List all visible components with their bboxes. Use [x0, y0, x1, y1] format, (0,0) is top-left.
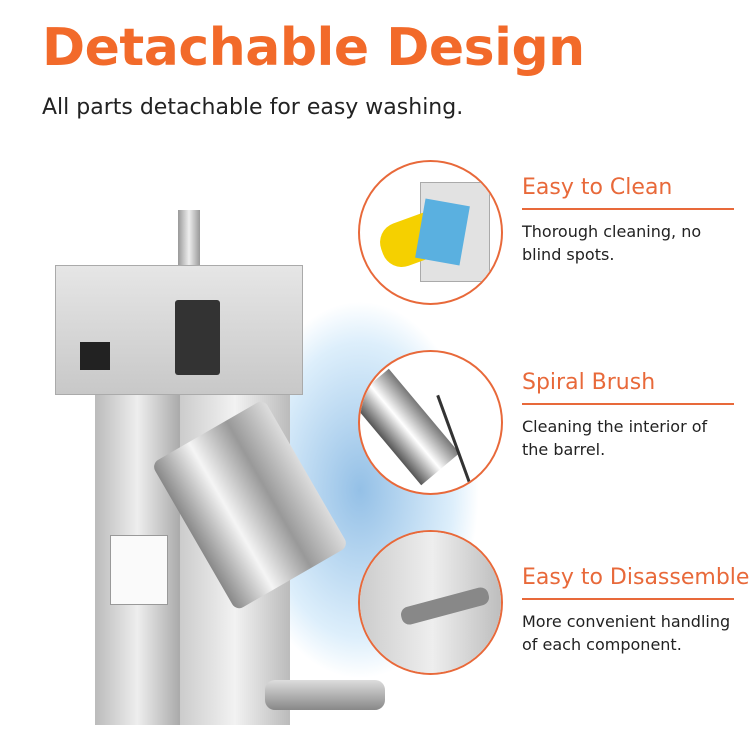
- speed-control-panel: [175, 300, 220, 375]
- disassemble-detail-image: [358, 530, 503, 675]
- feature-description: Cleaning the interior of the barrel.: [522, 417, 708, 459]
- filling-nozzle: [265, 680, 385, 710]
- feature-easy-to-disassemble: Easy to Disassemble More convenient hand…: [522, 565, 749, 656]
- page-title: Detachable Design: [42, 18, 585, 78]
- feature-spiral-brush: Spiral Brush Cleaning the interior of th…: [522, 370, 734, 461]
- feature-description: Thorough cleaning, no blind spots.: [522, 222, 702, 264]
- piston-rod: [178, 210, 200, 280]
- feature-heading: Easy to Disassemble: [522, 565, 749, 600]
- feature-description: More convenient handling of each compone…: [522, 612, 731, 654]
- power-socket: [80, 342, 110, 370]
- subtitle: All parts detachable for easy washing.: [42, 95, 464, 120]
- cleaning-detail-image: [358, 160, 503, 305]
- feature-heading: Spiral Brush: [522, 370, 734, 405]
- feature-heading: Easy to Clean: [522, 175, 734, 210]
- spiral-brush-detail-image: [358, 350, 503, 495]
- feature-easy-to-clean: Easy to Clean Thorough cleaning, no blin…: [522, 175, 734, 266]
- spec-label: [110, 535, 168, 605]
